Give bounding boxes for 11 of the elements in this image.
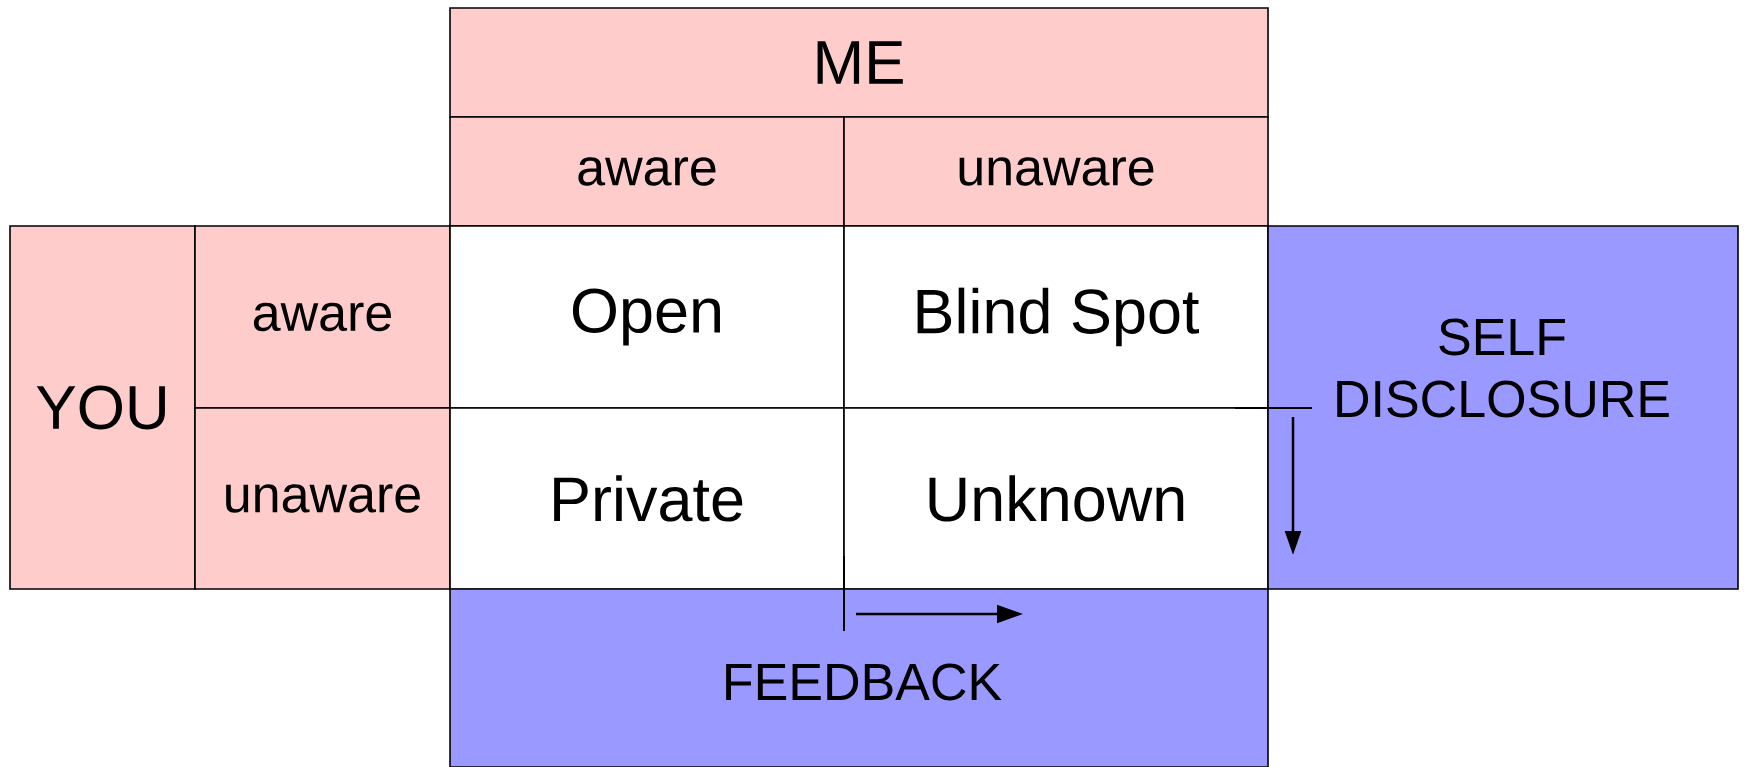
quadrant-cell: Private (449, 407, 845, 590)
header-cell: aware (449, 116, 845, 227)
panel: SELF DISCLOSURE (1267, 225, 1739, 590)
header-cell: unaware (194, 407, 451, 590)
quadrant-cell: Blind Spot (843, 225, 1269, 409)
header-cell: aware (194, 225, 451, 409)
header-cell: unaware (843, 116, 1269, 227)
quadrant-cell: Unknown (843, 407, 1269, 590)
panel: FEEDBACK (449, 588, 1269, 767)
quadrant-cell: Open (449, 225, 845, 409)
header-cell: YOU (9, 225, 196, 590)
